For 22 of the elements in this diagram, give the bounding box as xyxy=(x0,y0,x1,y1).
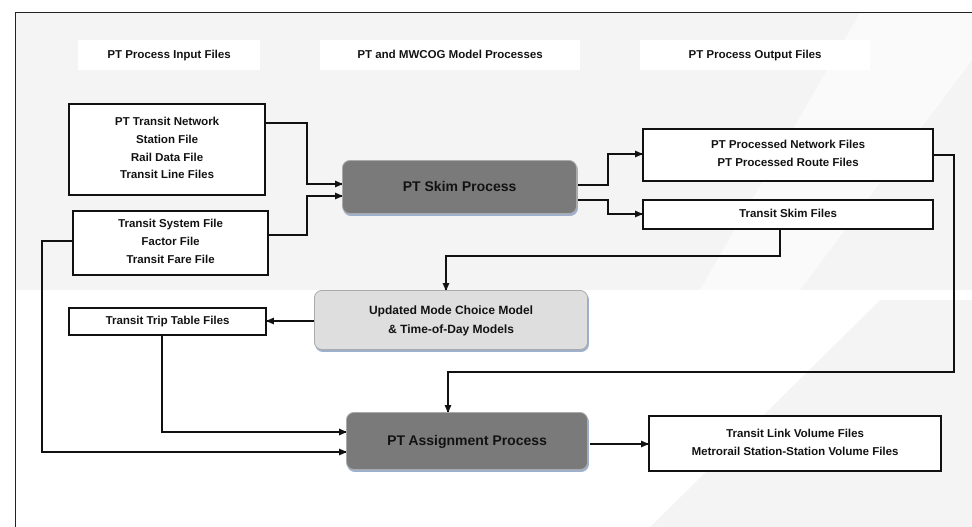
file-box: PT Processed Network Files PT Processed Route Files xyxy=(642,128,934,182)
column-heading: PT Process Output Files xyxy=(640,40,870,70)
file-box: Transit System File Factor File Transit Fare File xyxy=(72,210,269,276)
connector-arrow xyxy=(590,440,649,448)
file-box: Transit Trip Table Files xyxy=(68,307,267,336)
column-heading: PT Process Input Files xyxy=(78,40,260,70)
connector-arrow xyxy=(442,230,781,291)
file-box: Transit Link Volume Files Metrorail Station-Station Volume Files xyxy=(648,415,942,472)
connector-arrow xyxy=(266,318,314,324)
column-heading: PT and MWCOG Model Processes xyxy=(320,40,580,70)
model-box: Updated Mode Choice Model & Time-of-Day Models xyxy=(314,290,588,350)
process-box: PT Assignment Process xyxy=(346,412,588,470)
connector-arrow xyxy=(444,154,955,413)
connector-arrow xyxy=(161,336,347,436)
connector-arrow xyxy=(269,192,343,236)
connector-arrow xyxy=(266,122,343,188)
connector-arrow xyxy=(577,199,643,218)
connector-arrow xyxy=(41,240,347,456)
process-box: PT Skim Process xyxy=(342,160,577,214)
file-box: Transit Skim Files xyxy=(642,199,934,230)
connector-arrow xyxy=(577,150,643,186)
file-box: PT Transit Network Station File Rail Data File Transit Line Files xyxy=(68,103,266,196)
